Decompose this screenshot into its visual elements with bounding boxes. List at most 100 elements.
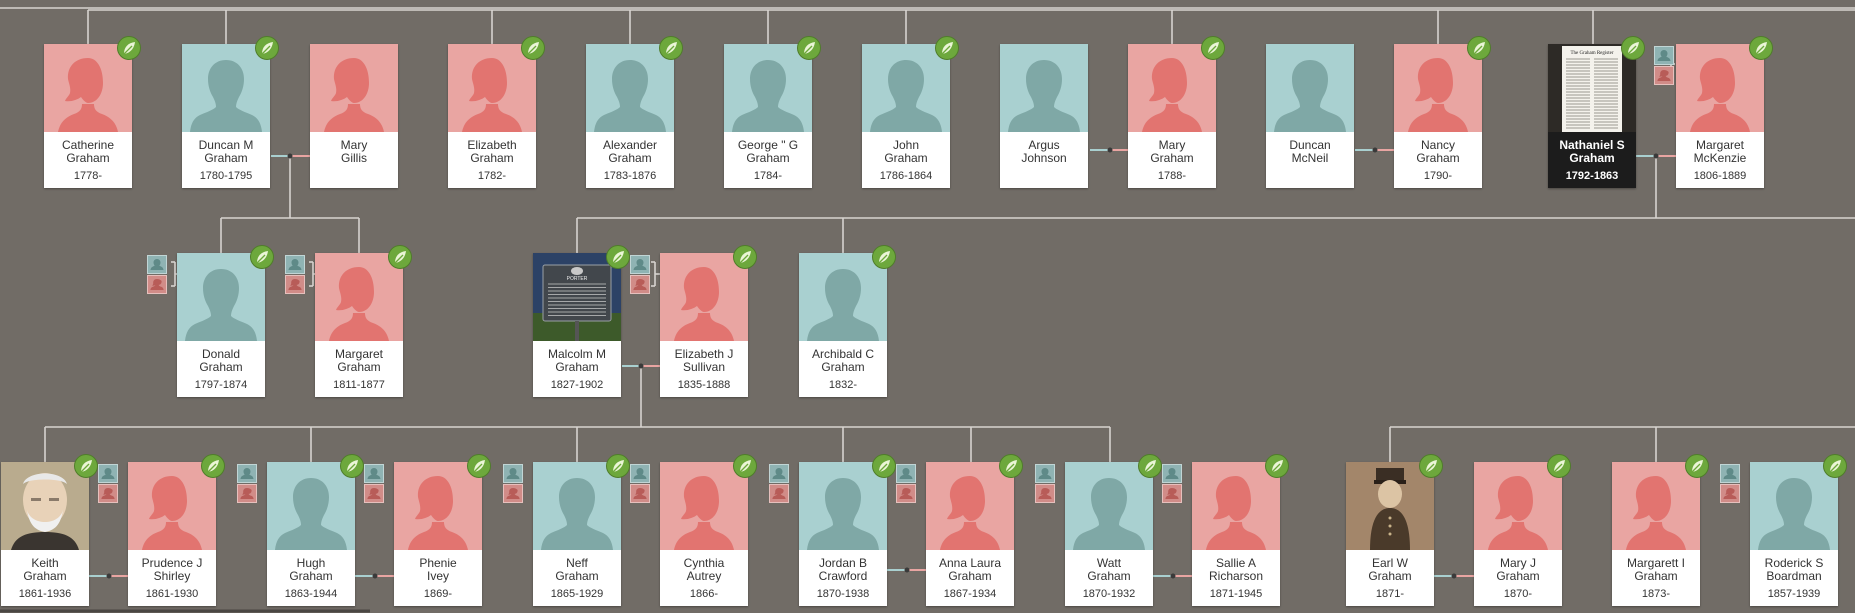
parents-toggle-icon[interactable] <box>1654 46 1674 85</box>
leaf-hint-icon[interactable] <box>201 454 225 478</box>
father-mini-icon[interactable] <box>503 464 523 483</box>
father-mini-icon[interactable] <box>1654 46 1674 65</box>
leaf-hint-icon[interactable] <box>521 36 545 60</box>
father-mini-icon[interactable] <box>1720 464 1740 483</box>
leaf-hint-icon[interactable] <box>1201 36 1225 60</box>
parents-toggle-icon[interactable] <box>147 255 167 294</box>
father-mini-icon[interactable] <box>630 255 650 274</box>
leaf-hint-icon[interactable] <box>606 454 630 478</box>
parents-toggle-icon[interactable] <box>98 464 118 503</box>
mother-mini-icon[interactable] <box>237 484 257 503</box>
parents-toggle-icon[interactable] <box>237 464 257 503</box>
mother-mini-icon[interactable] <box>503 484 523 503</box>
father-mini-icon[interactable] <box>364 464 384 483</box>
leaf-hint-icon[interactable] <box>1419 454 1443 478</box>
father-mini-icon[interactable] <box>1162 464 1182 483</box>
leaf-hint-icon[interactable] <box>935 36 959 60</box>
leaf-hint-icon[interactable] <box>733 454 757 478</box>
leaf-hint-icon[interactable] <box>74 454 98 478</box>
leaf-hint-icon[interactable] <box>117 36 141 60</box>
parents-toggle-icon[interactable] <box>630 464 650 503</box>
parents-toggle-icon[interactable] <box>769 464 789 503</box>
mother-mini-icon[interactable] <box>630 484 650 503</box>
mother-mini-icon[interactable] <box>147 275 167 294</box>
leaf-hint-icon[interactable] <box>1265 454 1289 478</box>
leaf-hint-icon[interactable] <box>250 245 274 269</box>
leaf-hint-icon[interactable] <box>1621 36 1645 60</box>
father-mini-icon[interactable] <box>98 464 118 483</box>
father-mini-icon[interactable] <box>237 464 257 483</box>
mother-mini-icon[interactable] <box>630 275 650 294</box>
leaf-hint-icon[interactable] <box>1138 454 1162 478</box>
mother-mini-icon[interactable] <box>285 275 305 294</box>
mother-mini-icon[interactable] <box>1654 66 1674 85</box>
mother-mini-icon[interactable] <box>1035 484 1055 503</box>
mother-mini-icon[interactable] <box>769 484 789 503</box>
father-mini-icon[interactable] <box>285 255 305 274</box>
mother-mini-icon[interactable] <box>364 484 384 503</box>
mother-mini-icon[interactable] <box>1162 484 1182 503</box>
leaf-hint-icon[interactable] <box>606 245 630 269</box>
leaf-hint-icon[interactable] <box>340 454 364 478</box>
leaf-hint-icon[interactable] <box>1467 36 1491 60</box>
parents-toggle-icon[interactable] <box>630 255 650 294</box>
leaf-hint-icon[interactable] <box>797 36 821 60</box>
leaf-hint-icon[interactable] <box>872 245 896 269</box>
leaf-hint-icon[interactable] <box>659 36 683 60</box>
parents-toggle-icon[interactable] <box>1720 464 1740 503</box>
parents-toggle-icon[interactable] <box>364 464 384 503</box>
leaf-hint-icon[interactable] <box>388 245 412 269</box>
parents-toggle-icon[interactable] <box>285 255 305 294</box>
leaf-hint-icon[interactable] <box>733 245 757 269</box>
parents-toggle-icon[interactable] <box>503 464 523 503</box>
leaf-hint-icon[interactable] <box>1547 454 1571 478</box>
parents-toggle-icon[interactable] <box>896 464 916 503</box>
leaf-hint-icon[interactable] <box>255 36 279 60</box>
mother-mini-icon[interactable] <box>896 484 916 503</box>
leaf-hint-icon[interactable] <box>1823 454 1847 478</box>
father-mini-icon[interactable] <box>630 464 650 483</box>
leaf-hint-icon[interactable] <box>467 454 491 478</box>
leaf-hint-icon[interactable] <box>872 454 896 478</box>
mother-mini-icon[interactable] <box>98 484 118 503</box>
mother-mini-icon[interactable] <box>1720 484 1740 503</box>
parents-toggle-icon[interactable] <box>1162 464 1182 503</box>
father-mini-icon[interactable] <box>1035 464 1055 483</box>
parents-toggle-icon[interactable] <box>1035 464 1055 503</box>
father-mini-icon[interactable] <box>769 464 789 483</box>
leaf-hint-icon[interactable] <box>1685 454 1709 478</box>
leaf-hint-icon[interactable] <box>999 454 1023 478</box>
father-mini-icon[interactable] <box>147 255 167 274</box>
